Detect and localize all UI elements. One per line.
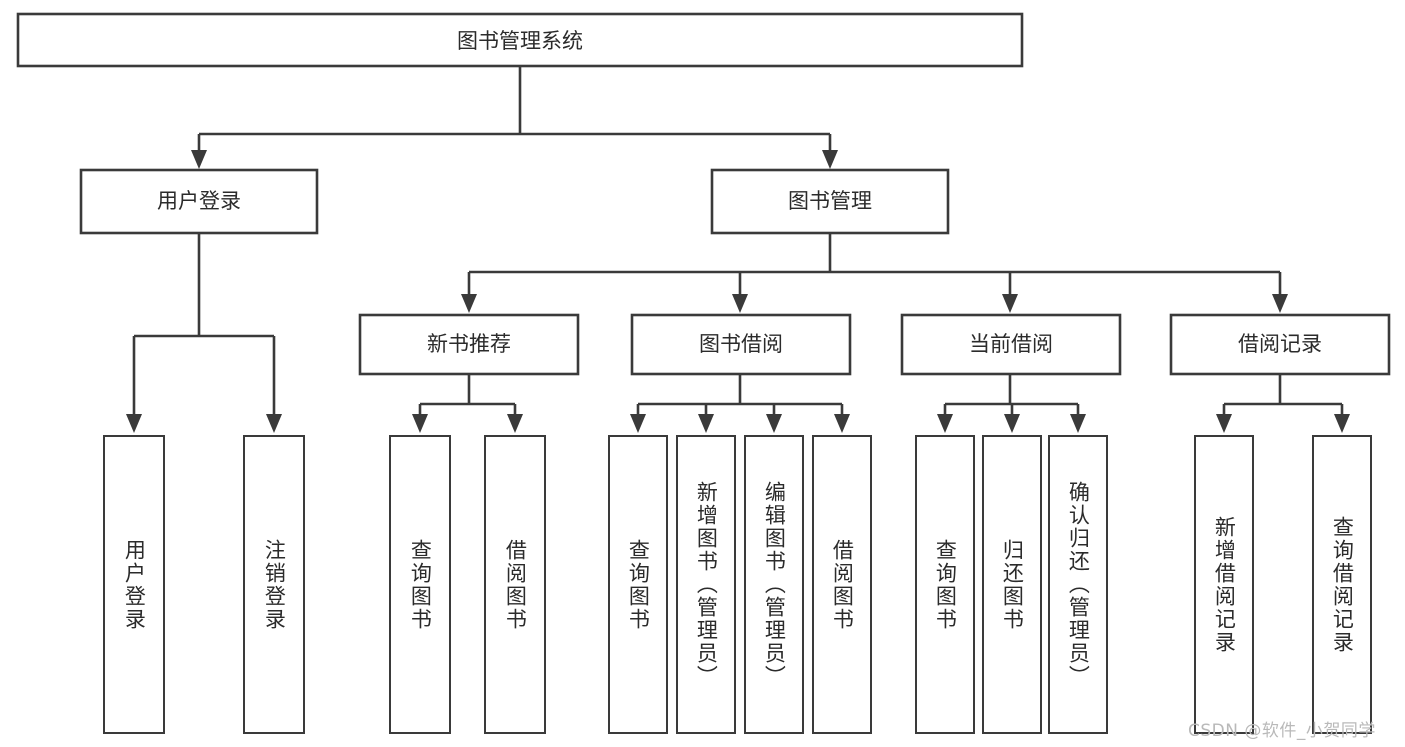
- connector-current-to-leaves: [937, 374, 1086, 433]
- node-new-book-recommend-label: 新书推荐: [427, 332, 511, 356]
- connector-userlogin-to-leaves: [126, 233, 282, 433]
- leaf-borrow-book[interactable]: 借阅图书: [812, 435, 872, 734]
- leaf-query-book-newbook[interactable]: 查询图书: [389, 435, 451, 734]
- leaf-add-book-admin[interactable]: 新增图书（管理员）: [676, 435, 736, 734]
- node-book-borrow[interactable]: 图书借阅: [630, 313, 852, 376]
- leaf-logout[interactable]: 注销登录: [243, 435, 305, 734]
- connector-newbook-to-leaves: [412, 374, 523, 433]
- node-user-login[interactable]: 用户登录: [79, 168, 319, 235]
- connector-records-to-leaves: [1216, 374, 1350, 433]
- leaf-logout-label: 注销登录: [262, 538, 287, 631]
- node-book-management[interactable]: 图书管理: [710, 168, 950, 235]
- leaf-borrow-book-newbook-label: 借阅图书: [503, 538, 528, 631]
- node-book-borrow-label: 图书借阅: [699, 332, 783, 356]
- leaf-return-book-label: 归还图书: [1000, 538, 1025, 631]
- leaf-add-borrow-record[interactable]: 新增借阅记录: [1194, 435, 1254, 734]
- leaf-return-book[interactable]: 归还图书: [982, 435, 1042, 734]
- leaf-query-book-newbook-label: 查询图书: [408, 538, 433, 631]
- connector-bookmgmt-to-level3: [461, 233, 1288, 313]
- leaf-add-book-admin-label: 新增图书（管理员）: [694, 481, 719, 688]
- leaf-edit-book-admin[interactable]: 编辑图书（管理员）: [744, 435, 804, 734]
- leaf-query-book-borrow[interactable]: 查询图书: [608, 435, 668, 734]
- leaf-edit-book-admin-label: 编辑图书（管理员）: [762, 481, 787, 688]
- leaf-query-book-borrow-label: 查询图书: [626, 538, 651, 631]
- leaf-borrow-book-label: 借阅图书: [830, 538, 855, 631]
- connector-root-to-level2: [191, 66, 838, 169]
- leaf-user-login-label: 用户登录: [122, 538, 147, 631]
- leaf-query-book-current-label: 查询图书: [933, 538, 958, 631]
- connector-borrow-to-leaves: [630, 374, 850, 433]
- leaf-query-borrow-record-label: 查询借阅记录: [1330, 515, 1355, 654]
- node-current-borrow[interactable]: 当前借阅: [900, 313, 1122, 376]
- node-new-book-recommend[interactable]: 新书推荐: [358, 313, 580, 376]
- node-borrow-records-label: 借阅记录: [1238, 332, 1322, 356]
- leaf-query-borrow-record[interactable]: 查询借阅记录: [1312, 435, 1372, 734]
- node-root-system[interactable]: 图书管理系统: [16, 12, 1024, 68]
- leaf-confirm-return-admin[interactable]: 确认归还（管理员）: [1048, 435, 1108, 734]
- leaf-confirm-return-admin-label: 确认归还（管理员）: [1066, 481, 1091, 688]
- leaf-borrow-book-newbook[interactable]: 借阅图书: [484, 435, 546, 734]
- leaf-add-borrow-record-label: 新增借阅记录: [1212, 515, 1237, 654]
- node-root-label: 图书管理系统: [457, 29, 583, 53]
- leaf-user-login[interactable]: 用户登录: [103, 435, 165, 734]
- node-current-borrow-label: 当前借阅: [969, 332, 1053, 356]
- node-user-login-label: 用户登录: [157, 189, 241, 213]
- leaf-query-book-current[interactable]: 查询图书: [915, 435, 975, 734]
- watermark-text: CSDN @软件_小贺同学: [1188, 721, 1376, 741]
- node-borrow-records[interactable]: 借阅记录: [1169, 313, 1391, 376]
- node-book-management-label: 图书管理: [788, 189, 872, 213]
